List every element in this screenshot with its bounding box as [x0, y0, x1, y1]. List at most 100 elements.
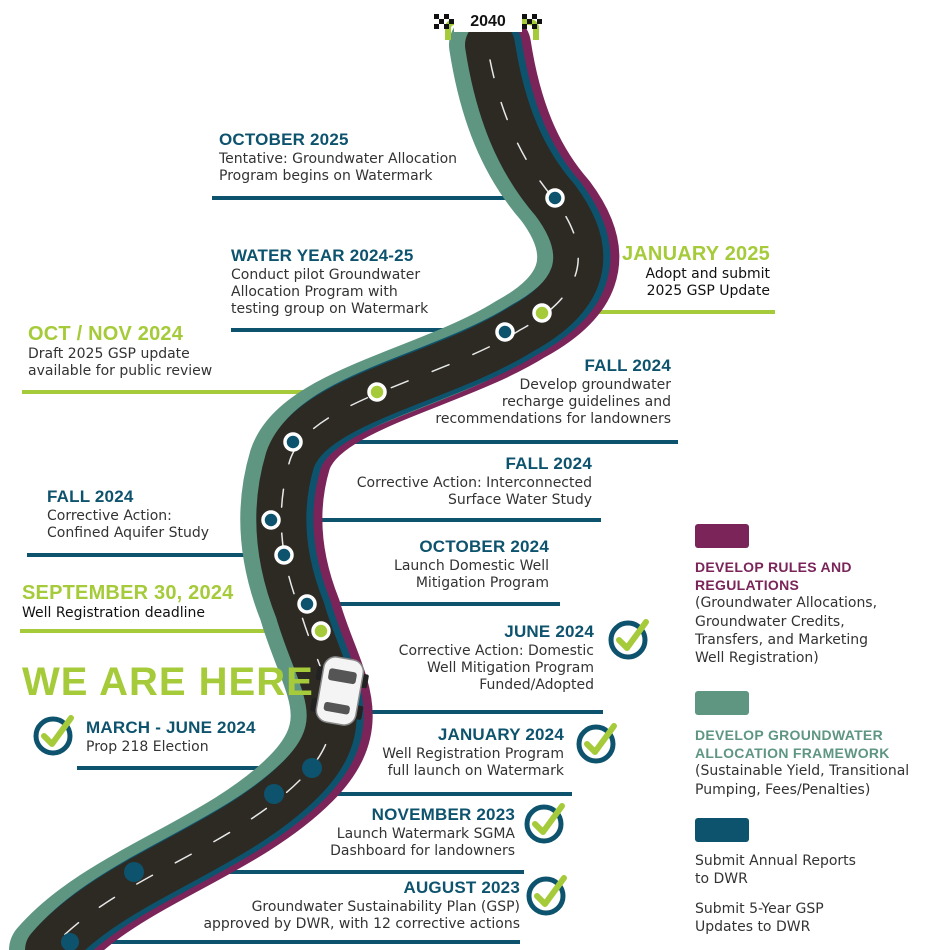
event-title: FALL 2024: [584, 356, 671, 375]
event-title: WATER YEAR 2024-25: [231, 246, 414, 265]
checkmark-icon: [33, 715, 74, 756]
dot-jan2025: [532, 303, 552, 323]
event-title: AUGUST 2023: [403, 878, 520, 897]
event-title: OCTOBER 2024: [419, 537, 549, 556]
event-marjun2024: MARCH - JUNE 2024 Prop 218 Election: [86, 718, 256, 756]
legend-updates: Submit 5-Year GSP Updates to DWR: [695, 900, 824, 936]
checkmark-icon: [524, 803, 565, 844]
event-fall2024c: FALL 2024 Corrective Action: Confined Aq…: [47, 487, 209, 542]
dot-jan2024: [264, 784, 284, 804]
event-wy2425: WATER YEAR 2024-25 Conduct pilot Groundw…: [231, 246, 428, 318]
event-fall2024a: FALL 2024 Develop groundwater recharge g…: [435, 356, 671, 428]
legend-reports: Submit Annual Reports to DWR: [695, 852, 856, 888]
event-line: available for public review: [28, 363, 213, 380]
event-aug2023: AUGUST 2023 Groundwater Sustainability P…: [203, 878, 520, 933]
legend-line: Transfers, and Marketing: [695, 631, 869, 648]
event-title: FALL 2024: [505, 454, 592, 473]
dot-fall2024c: [261, 510, 281, 530]
event-nov2023: NOVEMBER 2023 Launch Watermark SGMA Dash…: [330, 805, 515, 860]
legend-swatch-framework: [695, 691, 749, 715]
event-line: full launch on Watermark: [387, 762, 564, 779]
legend-line: Submit 5-Year GSP: [695, 901, 824, 917]
event-title: JANUARY 2024: [437, 725, 564, 744]
event-jun2024: JUNE 2024 Corrective Action: Domestic We…: [399, 622, 594, 694]
legend-line: Groundwater Credits,: [695, 613, 845, 630]
event-line: Well Registration deadline: [22, 605, 205, 622]
legend-title: ALLOCATION FRAMEWORK: [695, 745, 890, 762]
event-line: Prop 218 Election: [86, 738, 209, 755]
legend-rules: DEVELOP RULES AND REGULATIONS (Groundwat…: [695, 558, 877, 667]
event-line: testing group on Watermark: [231, 300, 429, 317]
event-line: Launch Watermark SGMA: [336, 825, 515, 842]
event-line: Develop groundwater: [519, 376, 671, 393]
event-oct2024: OCTOBER 2024 Launch Domestic Well Mitiga…: [394, 537, 549, 592]
event-line: Tentative: Groundwater Allocation: [219, 150, 458, 167]
event-line: Confined Aquifer Study: [47, 524, 210, 541]
legend-title: REGULATIONS: [695, 577, 800, 594]
legend-line: to DWR: [695, 871, 748, 888]
event-line: recharge guidelines and: [501, 393, 671, 410]
event-title: NOVEMBER 2023: [371, 805, 515, 824]
dot-wy2425: [495, 322, 515, 342]
event-line: 2025 GSP Update: [646, 283, 770, 300]
event-line: Groundwater Sustainability Plan (GSP): [251, 898, 520, 915]
checkered-flag-icon: [434, 14, 542, 29]
checkmark-icon: [526, 875, 567, 916]
event-title: MARCH - JUNE 2024: [86, 718, 256, 737]
event-sep2024: SEPTEMBER 30, 2024 Well Registration dea…: [22, 581, 233, 622]
event-line: Program begins on Watermark: [219, 167, 433, 184]
dot-marjun2024: [302, 758, 322, 778]
dot-fall2024b: [274, 545, 294, 565]
legend-title: DEVELOP RULES AND: [695, 559, 852, 575]
event-title: OCTOBER 2025: [219, 130, 349, 149]
event-title: FALL 2024: [47, 487, 134, 506]
dot-sep2024: [311, 621, 331, 641]
legend-line: Well Registration): [695, 649, 819, 666]
car-icon: [310, 656, 369, 726]
dot-fall2024a: [283, 432, 303, 452]
event-line: Launch Domestic Well: [394, 557, 549, 574]
event-line: Conduct pilot Groundwater: [231, 266, 421, 283]
event-line: approved by DWR, with 12 corrective acti…: [203, 915, 520, 932]
event-line: Well Mitigation Program: [426, 659, 594, 676]
checkmark-icon: [608, 619, 649, 660]
event-line: Allocation Program with: [231, 283, 398, 300]
checkmark-icon: [576, 723, 617, 764]
event-line: Funded/Adopted: [479, 676, 594, 693]
event-title: JUNE 2024: [504, 622, 594, 641]
event-line: Mitigation Program: [415, 574, 549, 591]
event-line: Corrective Action:: [47, 507, 172, 524]
dot-oct2024: [297, 594, 317, 614]
legend-swatch-rules: [695, 524, 749, 548]
event-line: Well Registration Program: [382, 745, 564, 762]
legend-line: (Sustainable Yield, Transitional: [695, 763, 910, 780]
legend-line: Submit Annual Reports: [695, 853, 856, 869]
event-octnov2024: OCT / NOV 2024 Draft 2025 GSP update ava…: [28, 322, 212, 381]
dot-aug2023: [61, 933, 79, 950]
finish-year: 2040: [454, 12, 522, 32]
event-line: recommendations for landowners: [435, 410, 671, 427]
we-are-here-label: WE ARE HERE: [22, 660, 314, 704]
legend-swatch-reports: [695, 818, 749, 842]
dot-oct2025: [545, 188, 565, 208]
event-title: SEPTEMBER 30, 2024: [22, 582, 234, 604]
event-line: Draft 2025 GSP update: [28, 346, 190, 363]
event-jan2025: JANUARY 2025 Adopt and submit 2025 GSP U…: [622, 242, 770, 301]
dot-nov2023: [124, 862, 144, 882]
finish-banner: 2040: [434, 10, 542, 36]
event-title: OCT / NOV 2024: [28, 323, 184, 345]
event-line: Surface Water Study: [447, 491, 592, 508]
legend-title: DEVELOP GROUNDWATER: [695, 727, 883, 743]
event-line: Dashboard for landowners: [330, 842, 515, 859]
event-oct2025: OCTOBER 2025 Tentative: Groundwater Allo…: [219, 130, 457, 185]
event-line: Corrective Action: Domestic: [398, 642, 594, 659]
dot-octnov2024: [367, 382, 387, 402]
event-line: Corrective Action: Interconnected: [356, 474, 592, 491]
road-centerline: [49, 59, 579, 950]
event-fall2024b: FALL 2024 Corrective Action: Interconnec…: [357, 454, 592, 509]
event-title: JANUARY 2025: [621, 243, 770, 265]
legend-line: Pumping, Fees/Penalties): [695, 781, 871, 798]
event-line: Adopt and submit: [645, 266, 770, 283]
